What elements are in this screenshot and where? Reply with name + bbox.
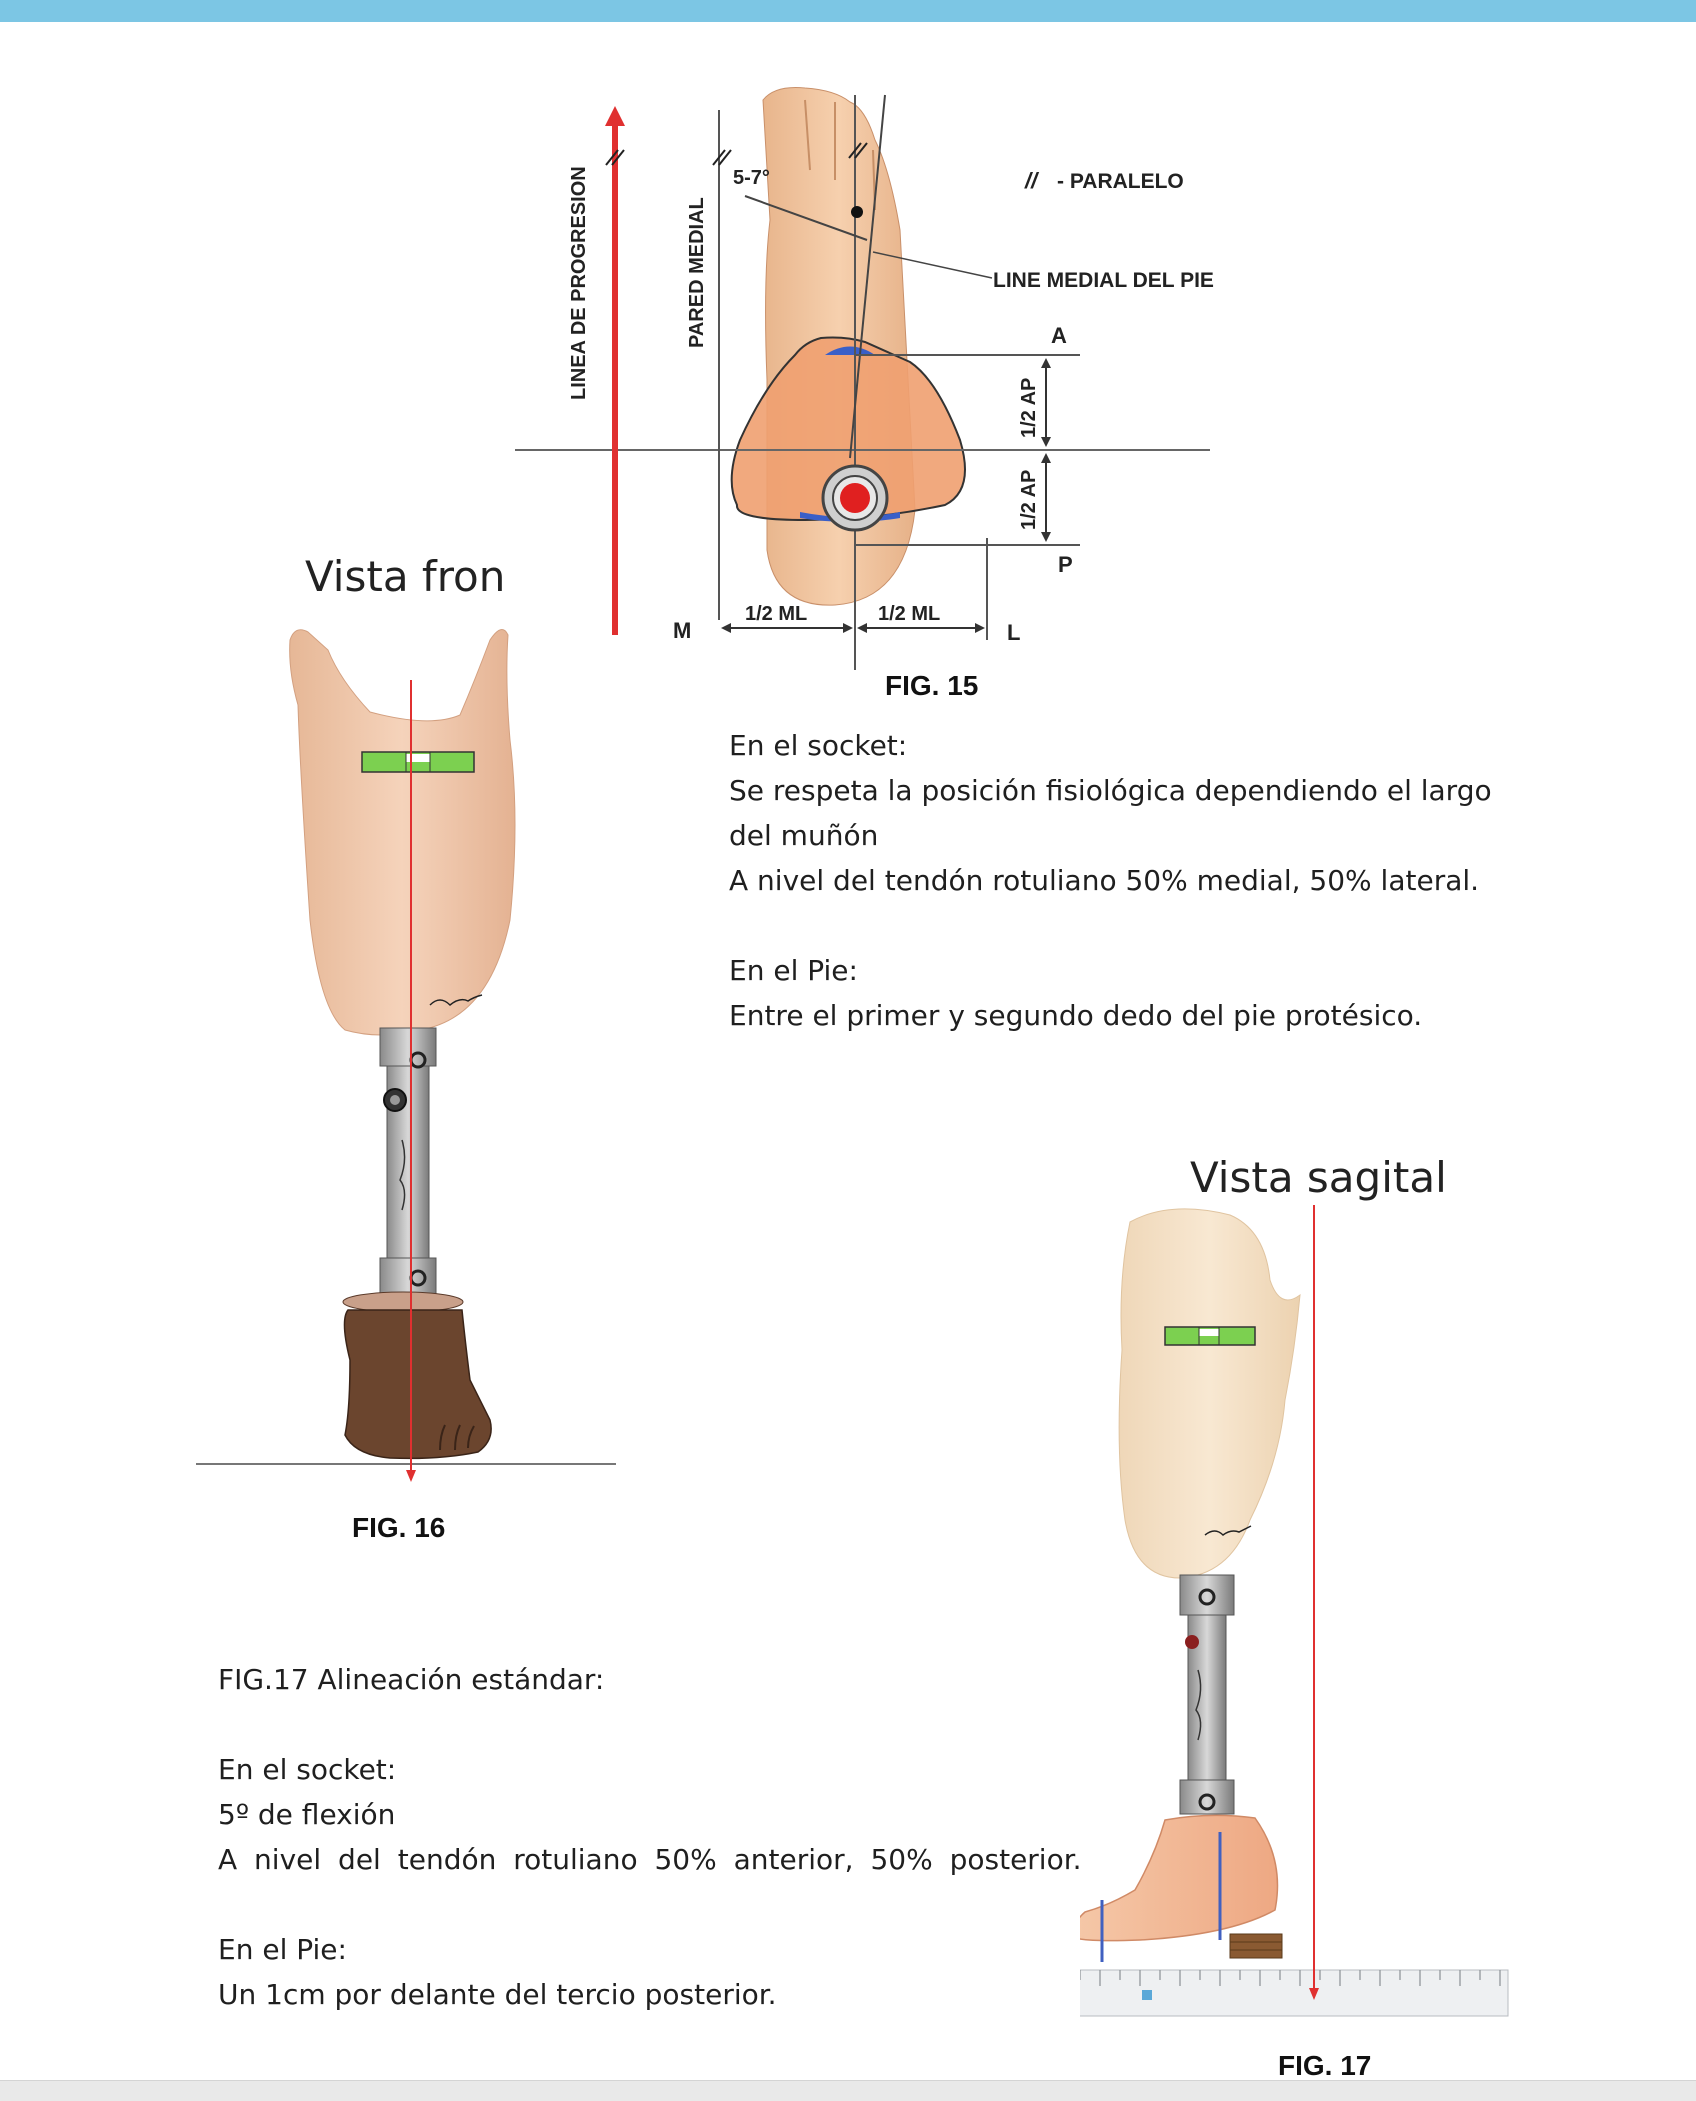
foot-line-1: Entre el primer y segundo dedo del pie p… [729, 999, 1423, 1032]
foot-medial-line-label: LINE MEDIAL DEL PIE [993, 269, 1214, 292]
figure-17-caption: FIG. 17 [1278, 2050, 1372, 2081]
fig17-foot-heading: En el Pie: [218, 1933, 347, 1966]
fig17-socket-line-1: 5º de flexión [218, 1798, 396, 1831]
posterior-label: P [1058, 552, 1073, 577]
bottom-bar [0, 2080, 1696, 2101]
sagittal-prosthesis-svg [1047, 1205, 1509, 2017]
figure-16-caption: FIG. 16 [352, 1512, 446, 1543]
parallel-marks [605, 142, 868, 166]
half-ap-upper-label: 1/2 AP [1018, 378, 1040, 438]
socket [1118, 1208, 1301, 1579]
parallel-symbol: // [1024, 168, 1040, 193]
fig17-socket-line-2: A nivel del tendón rotuliano 50% anterio… [218, 1843, 1082, 1876]
foot-heading: En el Pie: [729, 954, 858, 987]
socket-line-1: Se respeta la posición fisiológica depen… [729, 774, 1492, 807]
parallel-label: - PARALELO [1057, 170, 1184, 193]
half-ap-lower-label: 1/2 AP [1018, 470, 1040, 530]
half-ml-left-label: 1/2 ML [745, 603, 807, 625]
prosthetic-foot [1073, 1814, 1279, 1942]
medial-label: M [673, 618, 691, 643]
top-bar [0, 0, 1696, 22]
angle-label: 5-7° [733, 167, 770, 189]
socket-line-2: del muñón [729, 819, 879, 852]
lateral-label: L [1007, 620, 1020, 645]
prosthetic-foot [343, 1309, 492, 1460]
fig17-socket-heading: En el socket: [218, 1753, 397, 1786]
fig17-description: FIG.17 Alineación estándar: En el socket… [218, 1657, 1082, 2017]
socket-heading: En el socket: [729, 729, 908, 762]
socket [289, 629, 516, 1036]
fig15-description: En el socket: Se respeta la posición fis… [729, 723, 1492, 1038]
sagittal-view-title: Vista sagital [1190, 1153, 1447, 1202]
fig17-heading: FIG.17 Alineación estándar: [218, 1663, 605, 1696]
socket-line-3: A nivel del tendón rotuliano 50% medial,… [729, 864, 1480, 897]
front-prosthesis-svg [196, 629, 616, 1482]
figure-15-caption: FIG. 15 [885, 670, 979, 701]
figure-16-prosthesis-front [190, 620, 630, 1500]
alignment-diagram-svg: LINEA DE PROGRESION PARED MEDIAL 5-7° //… [515, 87, 1214, 670]
ruler [1047, 1969, 1509, 2017]
medial-wall-label: PARED MEDIAL [686, 197, 708, 348]
anterior-mark [825, 346, 875, 355]
figure-15-diagram: LINEA DE PROGRESION PARED MEDIAL 5-7° //… [505, 80, 1250, 670]
half-ml-right-label: 1/2 ML [878, 603, 940, 625]
front-view-title: Vista fron [305, 552, 506, 601]
progression-line-label: LINEA DE PROGRESION [568, 166, 590, 400]
figure-17-prosthesis-sagittal [1047, 1200, 1560, 2030]
socket-outline [730, 336, 966, 522]
fig17-foot-line-1: Un 1cm por delante del tercio posterior. [218, 1978, 777, 2011]
anterior-label: A [1051, 323, 1067, 348]
